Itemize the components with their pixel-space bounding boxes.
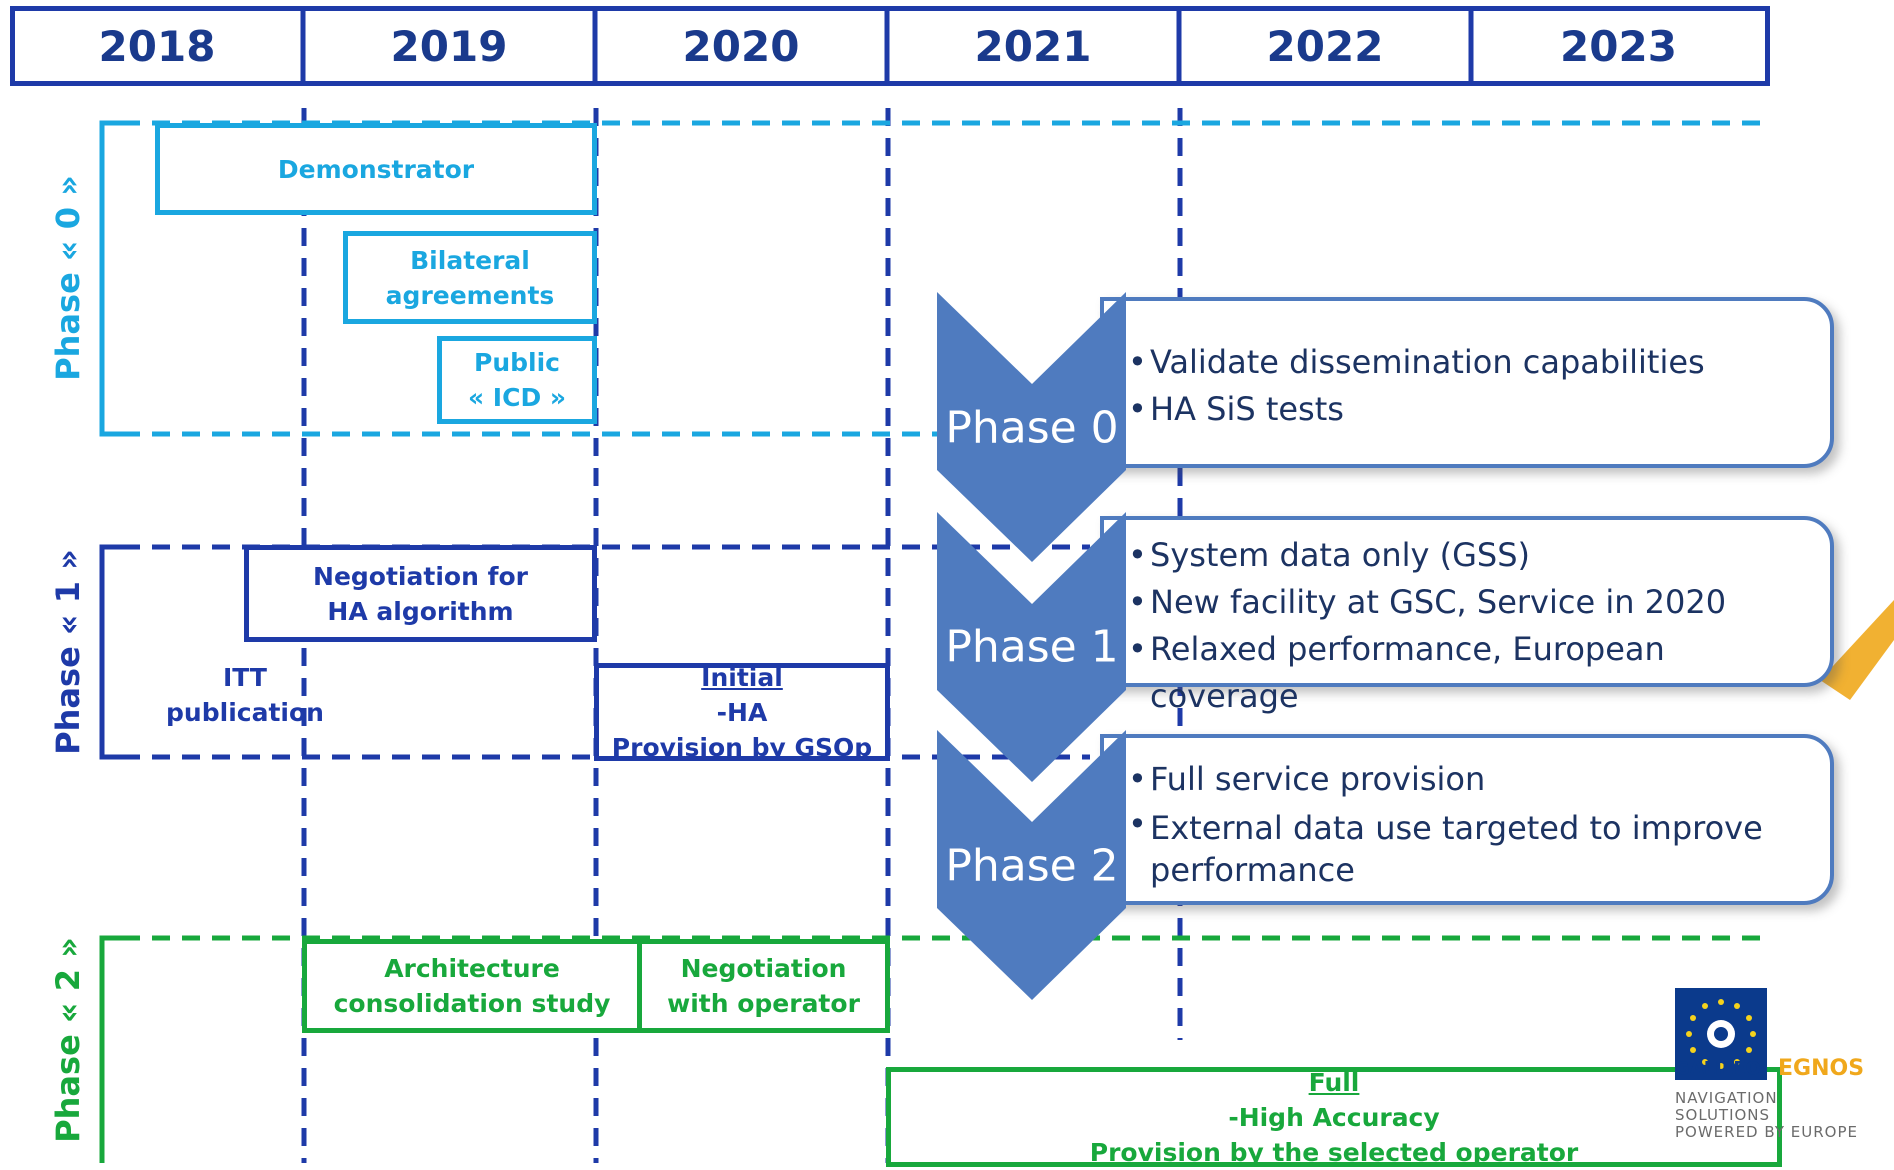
chevron-phase-0-label: Phase 0 [945,402,1119,454]
public-icd-box: Public « ICD » [437,336,597,424]
full-ha-rest: -High Accuracy [1228,1102,1440,1132]
phase-1-callout: System data only (GSS) New facility at G… [1100,516,1834,715]
eu-flag-icon [1675,988,1767,1080]
negotiation-line-2: HA algorithm [327,596,514,626]
year-2018: 2018 [98,21,216,71]
initial-ha-rest: -HA [716,697,768,727]
bilateral-line-1: Bilateral [410,245,530,275]
chevron-phase-1 [937,512,1126,782]
bilateral-line-2: agreements [385,280,555,310]
year-2021: 2021 [974,21,1092,71]
architecture-line-1: Architecture [384,954,560,983]
phase-2-callout: Full service provision External data use… [1100,734,1834,905]
egnos-wordmark: EGNOS [1778,1056,1865,1081]
negotiation-op-line-1: Negotiation [680,954,847,983]
phase-0-callout: Validate dissemination capabilities HA S… [1100,297,1834,468]
chevron-phase-2 [937,730,1126,1000]
chevron-phase-1-label: Phase 1 [945,621,1119,673]
galileo-egnos-logo: GALILEO EGNOS NAVIGATION SOLUTIONS POWER… [1662,978,1868,1141]
chevron-phase-2-label: Phase 2 [945,840,1119,892]
tagline-line-1: NAVIGATION SOLUTIONS [1675,1089,1778,1124]
bullet-item: Relaxed performance, European coverage [1128,626,1806,720]
year-2020: 2020 [682,21,800,71]
negotiation-ha-algorithm-box: Negotiation for HA algorithm [244,545,597,642]
logo-tagline: NAVIGATION SOLUTIONS POWERED BY EUROPE [1675,1090,1865,1141]
negotiation-line-1: Negotiation for [313,561,528,591]
itt-publication-label: ITT publication [160,660,330,730]
architecture-study-box: Architecture consolidation study [302,939,642,1033]
initial-ha-underlined: Initial [701,662,783,692]
chevron-phase-0 [937,292,1126,562]
initial-ha-provision-box: Initial -HA Provision by GSOp [594,660,890,762]
phase-2-bullets: Full service provision External data use… [1128,756,1806,891]
year-2019: 2019 [390,21,508,71]
year-header [10,6,1770,86]
full-ha-line-1: Full -High Accuracy [1228,1065,1439,1135]
itt-line-2: publication [166,698,324,727]
negotiation-operator-box: Negotiation with operator [637,939,890,1033]
phase-1-bullets: System data only (GSS) New facility at G… [1128,532,1806,720]
bullet-item: Validate dissemination capabilities [1128,339,1806,386]
tagline-line-2: POWERED BY EUROPE [1675,1123,1858,1141]
phase-0-bullets: Validate dissemination capabilities HA S… [1128,339,1806,433]
initial-ha-line-1: Initial -HA [701,660,783,730]
full-ha-underlined: Full [1308,1067,1360,1097]
bullet-item: New facility at GSC, Service in 2020 [1128,579,1806,626]
bullet-item: HA SiS tests [1128,386,1806,433]
bilateral-agreements-box: Bilateral agreements [343,231,597,324]
year-2022: 2022 [1266,21,1384,71]
demonstrator-box: Demonstrator [155,123,597,215]
initial-ha-line-2: Provision by GSOp [611,732,873,762]
year-2023: 2023 [1560,21,1677,71]
bullet-item: External data use targeted to improve pe… [1128,803,1806,891]
full-ha-provision-box: Full -High Accuracy Provision by the sele… [886,1067,1782,1167]
demonstrator-label: Demonstrator [277,154,475,184]
galileo-wordmark: GALILEO [1675,1058,1761,1079]
bullet-item: Full service provision [1128,756,1806,803]
bullet-item: System data only (GSS) [1128,532,1806,579]
architecture-line-2: consolidation study [333,989,611,1018]
negotiation-op-line-2: with operator [667,989,860,1018]
full-ha-line-2: Provision by the selected operator [1089,1137,1579,1167]
itt-line-1: ITT [223,663,267,692]
public-line-2: « ICD » [467,383,567,412]
public-line-1: Public [474,348,560,377]
